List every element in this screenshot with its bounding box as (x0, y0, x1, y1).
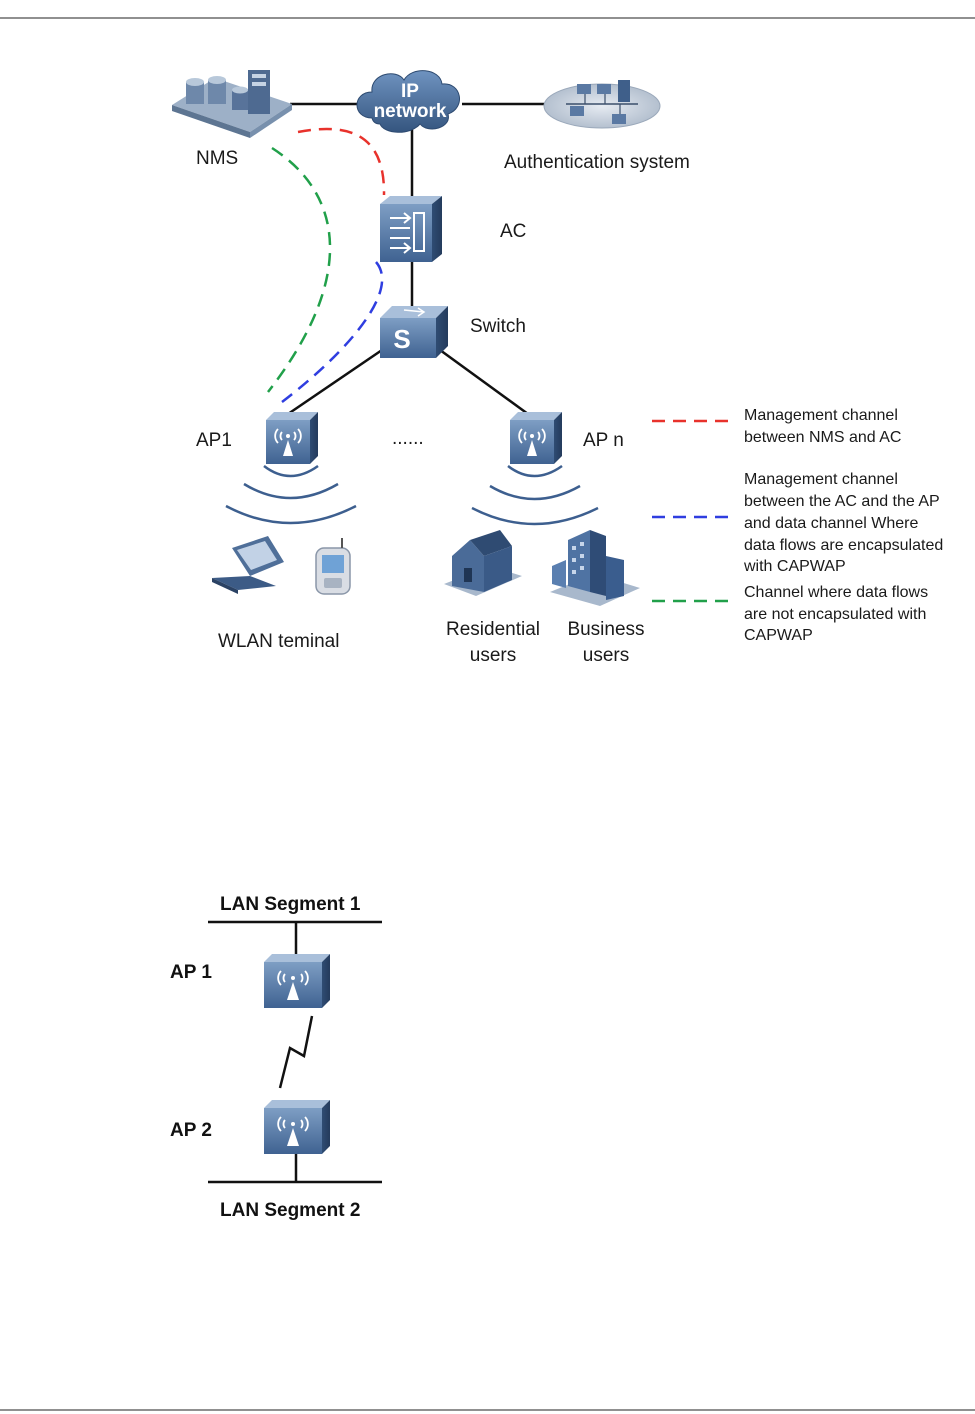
nms-label: NMS (196, 148, 238, 169)
ip-network-cloud-icon: IP network (356, 70, 460, 133)
legend-blue-line1: Management channel (744, 471, 898, 488)
ap-1-label: AP 1 (170, 962, 212, 983)
residential-house-icon (444, 530, 522, 596)
mobile-phone-icon (315, 538, 351, 595)
cloud-label-ip: IP (401, 81, 419, 102)
business-label-line2: users (583, 645, 629, 666)
ac-label: AC (500, 221, 526, 242)
ap1-icon (266, 412, 318, 464)
residential-label-line1: Residential (446, 619, 540, 640)
channel-capwap-blue (281, 261, 384, 403)
link-switch-ap1 (287, 348, 383, 416)
legend-red-line1: Management channel (744, 407, 898, 424)
auth-system-label: Authentication system (504, 152, 690, 173)
lan-segment-2-label: LAN Segment 2 (220, 1200, 360, 1221)
lan-segment-1-label: LAN Segment 1 (220, 894, 361, 915)
apn-label: AP n (583, 430, 624, 451)
ap-1-icon (264, 954, 330, 1008)
legend-blue-line2: between the AC and the AP (744, 493, 940, 510)
business-label-line1: Business (567, 619, 644, 640)
legend-blue-line4: data flows are encapsulated (744, 537, 943, 554)
legend: Management channel between NMS and AC Ma… (652, 407, 943, 644)
nms-server-icon (172, 70, 292, 138)
switch-glyph: S (393, 324, 410, 354)
wlan-terminal-label: WLAN teminal (218, 631, 339, 652)
ap1-wireless-arcs-icon (225, 464, 357, 525)
ap-2-icon (264, 1100, 330, 1154)
apn-icon (510, 412, 562, 464)
ac-controller-icon (380, 196, 442, 262)
residential-label-line2: users (470, 645, 516, 666)
wireless-bridge-link-icon (278, 1015, 314, 1089)
ellipsis-label: ...... (392, 428, 424, 449)
switch-label: Switch (470, 316, 526, 337)
legend-red-line2: between NMS and AC (744, 429, 901, 446)
business-building-icon (550, 530, 640, 606)
cloud-label-network: network (374, 101, 447, 122)
laptop-icon (212, 536, 284, 594)
network-diagram: IP network (172, 70, 943, 666)
legend-blue-line5: with CAPWAP (743, 558, 846, 575)
legend-blue-line3: and data channel Where (744, 515, 918, 532)
ap-2-label: AP 2 (170, 1120, 212, 1141)
authentication-system-icon (543, 80, 661, 129)
legend-green-line2: are not encapsulated with (744, 606, 926, 623)
apn-wireless-arcs-icon (471, 464, 599, 526)
link-switch-apn (439, 348, 529, 416)
switch-icon: S (380, 306, 448, 358)
ap1-label: AP1 (196, 430, 232, 451)
channel-unencapsulated-green (267, 146, 332, 393)
legend-green-line1: Channel where data flows (744, 584, 928, 601)
channel-nms-ac-red (297, 127, 386, 196)
wds-bridge-diagram: LAN Segment 1 AP 1 AP 2 (170, 894, 382, 1221)
legend-green-line3: CAPWAP (744, 627, 813, 644)
